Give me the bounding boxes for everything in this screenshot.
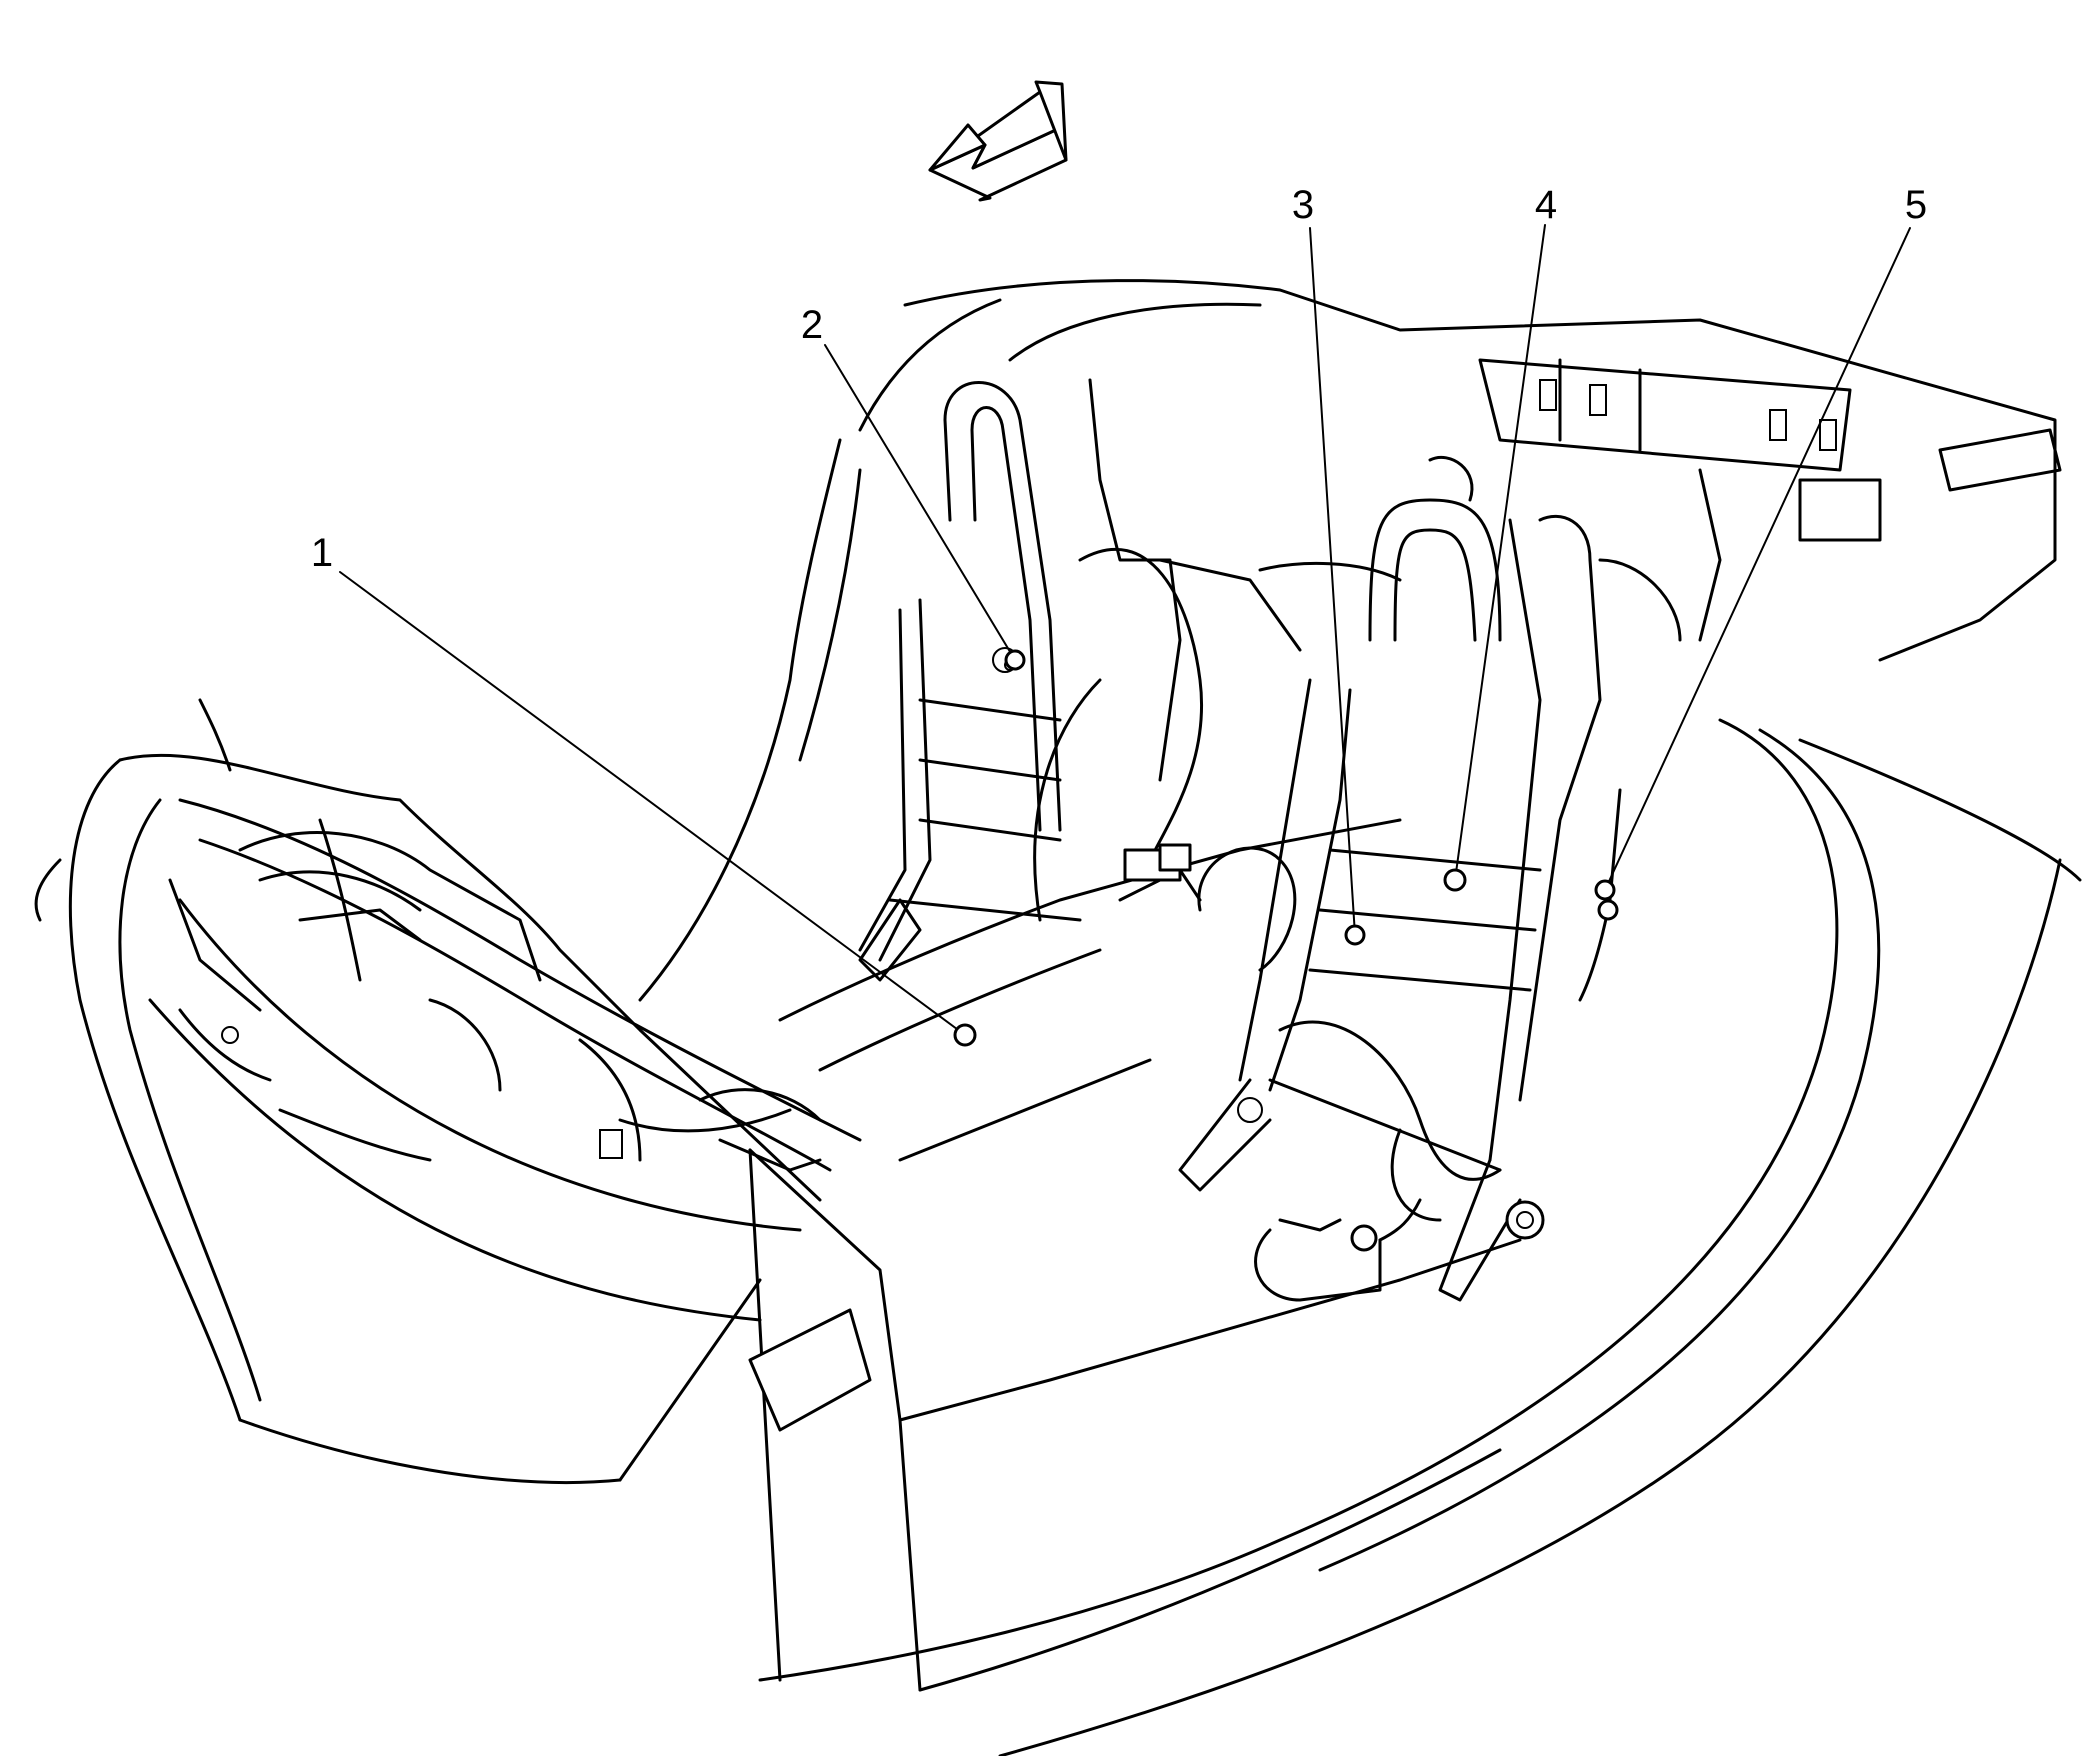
callout-5-target <box>1594 879 1616 901</box>
forward-direction-arrow-icon <box>928 80 1068 202</box>
callout-5-label: 5 <box>1905 183 1927 227</box>
callout-3-label: 3 <box>1292 183 1314 227</box>
callout-5-leader <box>1604 227 1911 891</box>
callout-4-target <box>1443 868 1467 892</box>
callout-4-label: 4 <box>1535 183 1557 227</box>
callout-2-leader <box>824 344 1016 661</box>
callout-leader-lines <box>339 224 1911 1036</box>
callout-1-target <box>953 1023 977 1047</box>
callout-1-label: 1 <box>311 531 333 575</box>
rear-bulkhead-details <box>1258 358 2062 642</box>
callout-4-leader <box>1454 224 1546 881</box>
callout-3-leader <box>1309 227 1356 936</box>
callout-labels: 1 2 3 4 5 <box>311 183 1927 575</box>
callout-2-target <box>1004 649 1026 671</box>
callout-2-label: 2 <box>801 303 823 347</box>
left-seat-frame <box>858 378 1302 982</box>
instrument-panel-details <box>168 698 822 1172</box>
right-seat-frame <box>1178 498 1622 1302</box>
callout-3-target <box>1344 924 1366 946</box>
callout-targets <box>953 649 1616 1047</box>
right-seat-recliner-pivot <box>1505 1200 1545 1240</box>
callout-1-leader <box>339 571 966 1036</box>
vehicle-body-outline <box>34 279 2082 1758</box>
